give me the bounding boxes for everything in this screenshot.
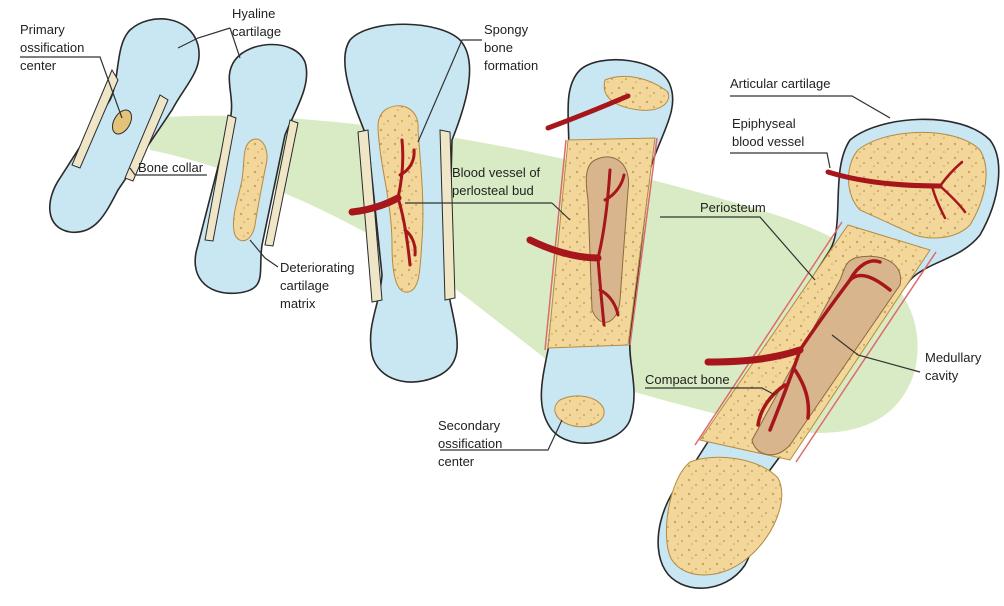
- label-deteriorating-cartilage-matrix: Deteriorating cartilage matrix: [280, 260, 358, 311]
- label-bone-collar: Bone collar: [138, 160, 204, 175]
- label-epiphyseal-blood-vessel: Epiphyseal blood vessel: [732, 116, 804, 149]
- label-articular-cartilage: Articular cartilage: [730, 76, 830, 91]
- label-medullary-cavity: Medullary cavity: [925, 350, 985, 383]
- stage-5-epiphysis-bottom: [666, 457, 781, 575]
- label-secondary-ossification-center: Secondary ossification center: [438, 418, 506, 469]
- label-primary-ossification-center: Primary ossification center: [20, 22, 88, 73]
- leader-epiphyseal: [730, 153, 830, 168]
- label-compact-bone: Compact bone: [645, 372, 730, 387]
- label-hyaline-cartilage: Hyaline cartilage: [232, 6, 281, 39]
- leader-articular: [730, 96, 890, 118]
- label-spongy-bone-formation: Spongy bone formation: [484, 22, 538, 73]
- label-periosteum: Periosteum: [700, 200, 766, 215]
